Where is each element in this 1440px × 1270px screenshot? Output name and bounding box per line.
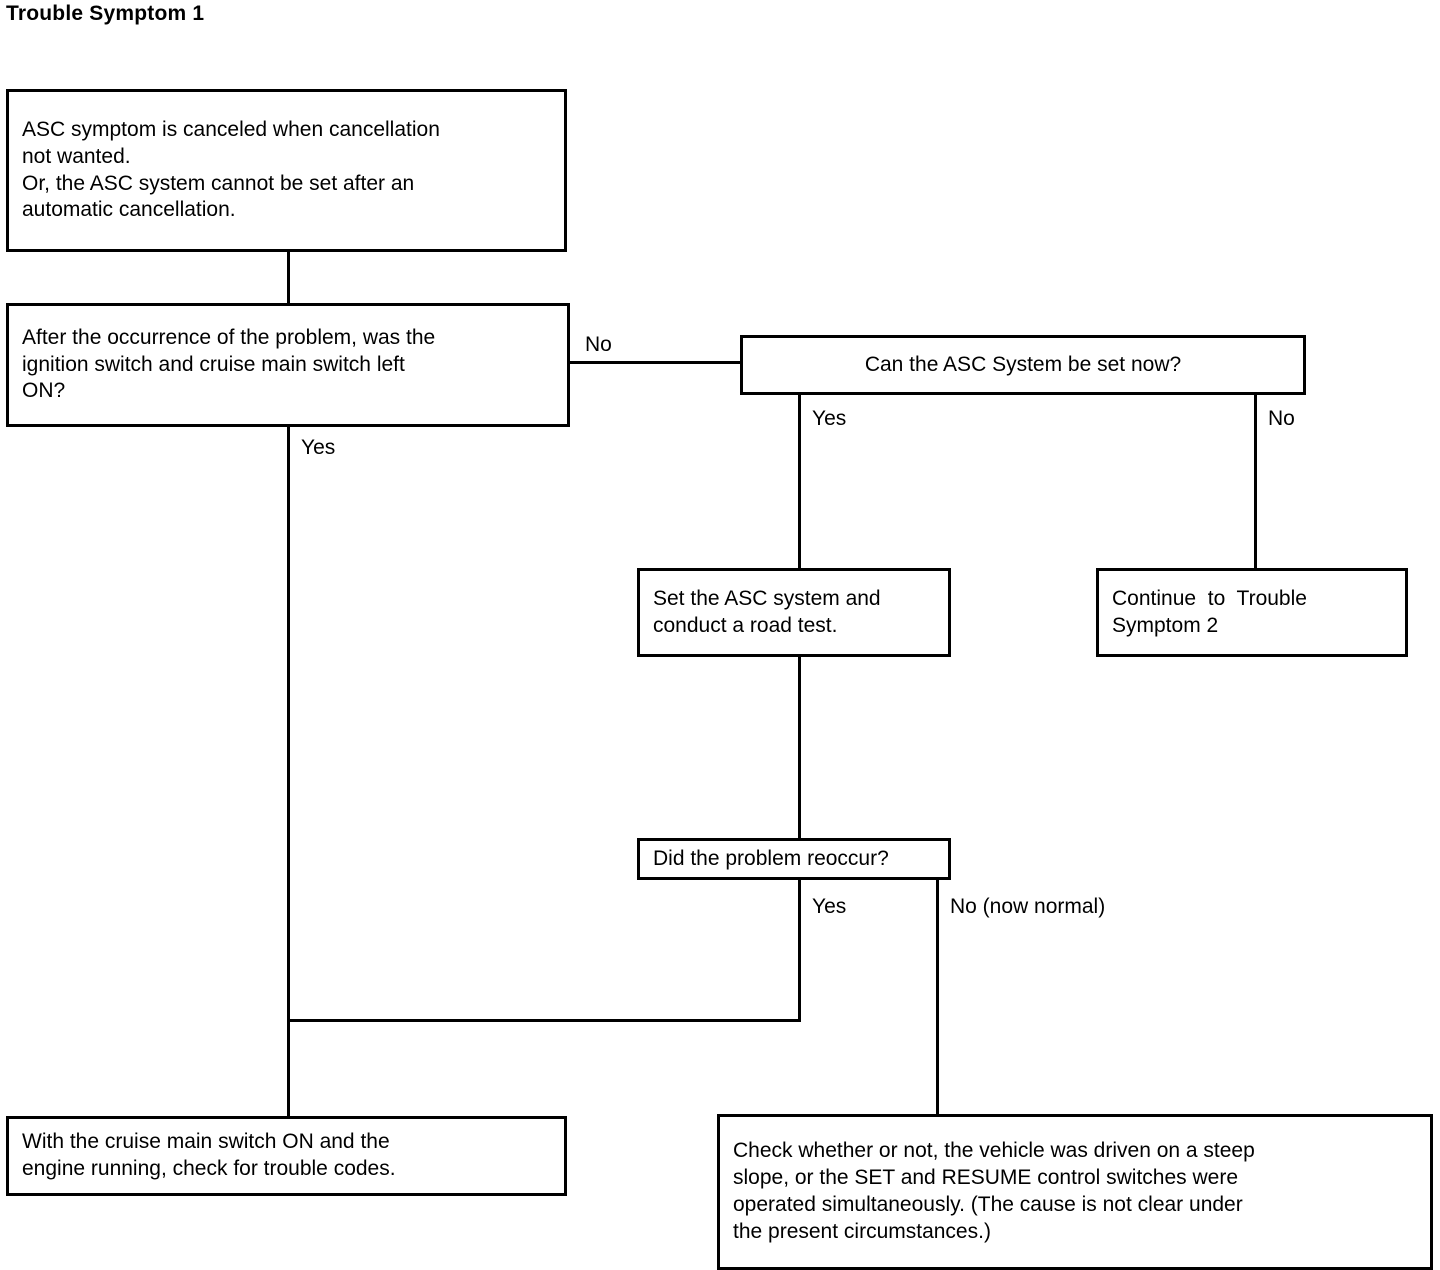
node-check-trouble-codes: With the cruise main switch ON and the e… — [6, 1116, 567, 1196]
node-can-set-question-line-1: Can the ASC System be set now? — [864, 352, 1182, 376]
edge-label-reoccur-yes: Yes — [812, 895, 847, 918]
node-ignition-question: After the occurrence of the problem, was… — [6, 303, 570, 427]
edge-label-canset-yes: Yes — [812, 407, 847, 430]
node-continue-trouble-symptom-2-line-2: Symptom 2 — [1112, 613, 1219, 637]
connector-ignition-no-to-canset — [570, 361, 742, 364]
edge-label-ignition-no: No — [585, 333, 612, 356]
node-symptom: ASC symptom is canceled when cancellatio… — [6, 89, 567, 252]
node-ignition-question-line-2: ignition switch and cruise main switch l… — [22, 352, 405, 376]
node-can-set-question: Can the ASC System be set now? — [740, 335, 1306, 395]
node-reoccur-question-line-1: Did the problem reoccur? — [653, 846, 889, 870]
connector-reoccur-no-to-conditions — [936, 880, 939, 1114]
node-symptom-line-4: automatic cancellation. — [22, 198, 236, 222]
node-reoccur-question: Did the problem reoccur? — [637, 838, 951, 880]
node-check-conditions-line-1: Check whether or not, the vehicle was dr… — [733, 1139, 1255, 1163]
connector-ignition-yes-spine — [287, 427, 290, 1116]
connector-canset-no-to-continue — [1254, 395, 1257, 568]
page-title: Trouble Symptom 1 — [6, 2, 205, 25]
node-symptom-line-1: ASC symptom is canceled when cancellatio… — [22, 117, 440, 141]
connector-reoccur-yes-left — [287, 1019, 801, 1022]
edge-label-canset-no: No — [1268, 407, 1295, 430]
node-check-conditions-line-3: operated simultaneously. (The cause is n… — [733, 1193, 1243, 1216]
edge-label-ignition-yes: Yes — [301, 436, 336, 459]
connector-reoccur-yes-down — [798, 880, 801, 1022]
connector-settest-to-reoccur — [798, 657, 801, 838]
node-check-trouble-codes-line-1: With the cruise main switch ON and the — [22, 1130, 390, 1154]
node-continue-trouble-symptom-2-line-1: Continue to Trouble — [1112, 586, 1307, 610]
node-set-and-test: Set the ASC system and conduct a road te… — [637, 568, 951, 657]
edge-label-reoccur-no: No (now normal) — [950, 895, 1106, 918]
node-check-conditions-line-4: the present circumstances.) — [733, 1219, 991, 1243]
node-set-and-test-line-2: conduct a road test. — [653, 613, 838, 637]
node-ignition-question-line-3: ON? — [22, 379, 66, 403]
node-ignition-question-line-1: After the occurrence of the problem, was… — [22, 325, 436, 349]
node-check-trouble-codes-line-2: engine running, check for trouble codes. — [22, 1157, 396, 1180]
node-set-and-test-line-1: Set the ASC system and — [653, 586, 881, 610]
node-symptom-line-2: not wanted. — [22, 144, 131, 168]
node-check-conditions-line-2: slope, or the SET and RESUME control swi… — [733, 1166, 1238, 1190]
connector-canset-yes-to-settest — [798, 395, 801, 568]
connector-symptom-to-ignition — [287, 252, 290, 305]
node-continue-trouble-symptom-2: Continue to Trouble Symptom 2 — [1096, 568, 1408, 657]
node-symptom-line-3: Or, the ASC system cannot be set after a… — [22, 171, 415, 195]
node-check-conditions: Check whether or not, the vehicle was dr… — [717, 1114, 1433, 1270]
